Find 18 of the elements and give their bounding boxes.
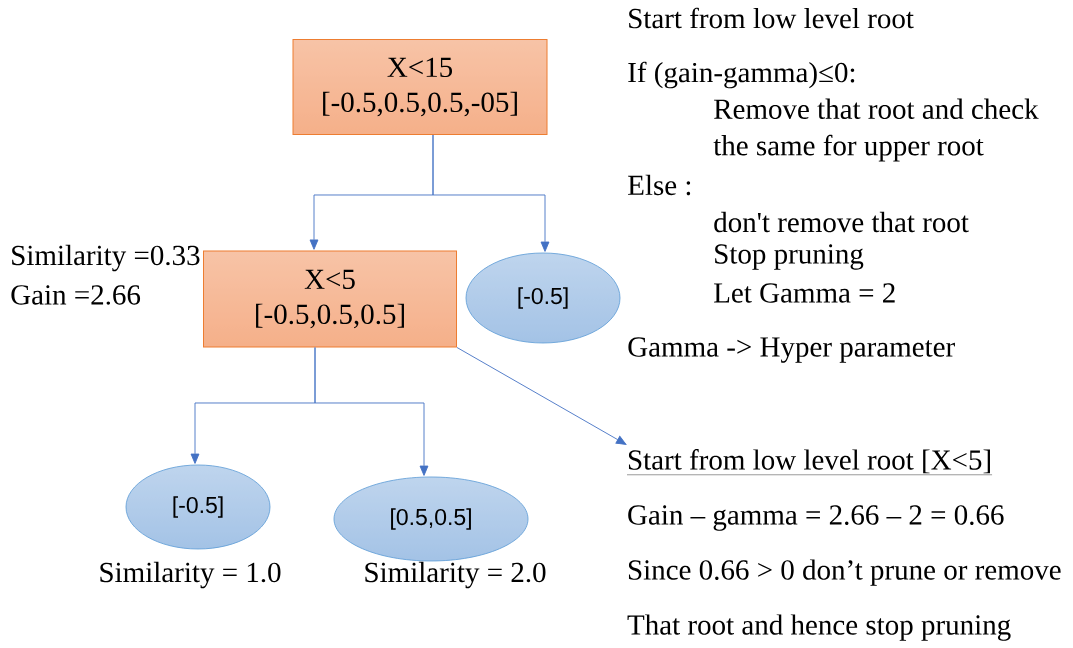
arrow — [314, 347, 429, 476]
split-box: X<5 [-0.5,0.5,0.5] — [203, 250, 457, 348]
note-text: don't remove that root — [714, 211, 969, 233]
split-box: X<15 [-0.5,0.5,0.5,-05] — [292, 39, 548, 135]
note-text: Stop pruning — [715, 244, 864, 270]
note-text: Start from low level root — [629, 7, 914, 29]
annotation-text: Gain =2.66 — [11, 285, 141, 305]
arrow — [456, 347, 627, 445]
note-text: Gamma -> Hyper parameter — [628, 337, 955, 363]
note-text: If (gain-gamma)≤0: — [628, 61, 855, 89]
annotation-text: Similarity = 1.0 — [100, 561, 281, 589]
arrow — [432, 134, 550, 252]
annotation-text: Similarity =0.33 — [12, 244, 200, 272]
note-text: Else : — [628, 174, 691, 196]
note-text: Start from low level root [X<5] Gain – gamma = 2.66 – 2 = 0.66 Since 0.66 > 0 don’t prune or remove That root and hence stop pruning — [626, 449, 1061, 641]
note-text: Remove that root and check the same for upper root — [713, 98, 1039, 162]
annotation-text: Similarity = 2.0 — [365, 561, 546, 589]
note-text: Let Gamma = 2 — [714, 283, 895, 303]
